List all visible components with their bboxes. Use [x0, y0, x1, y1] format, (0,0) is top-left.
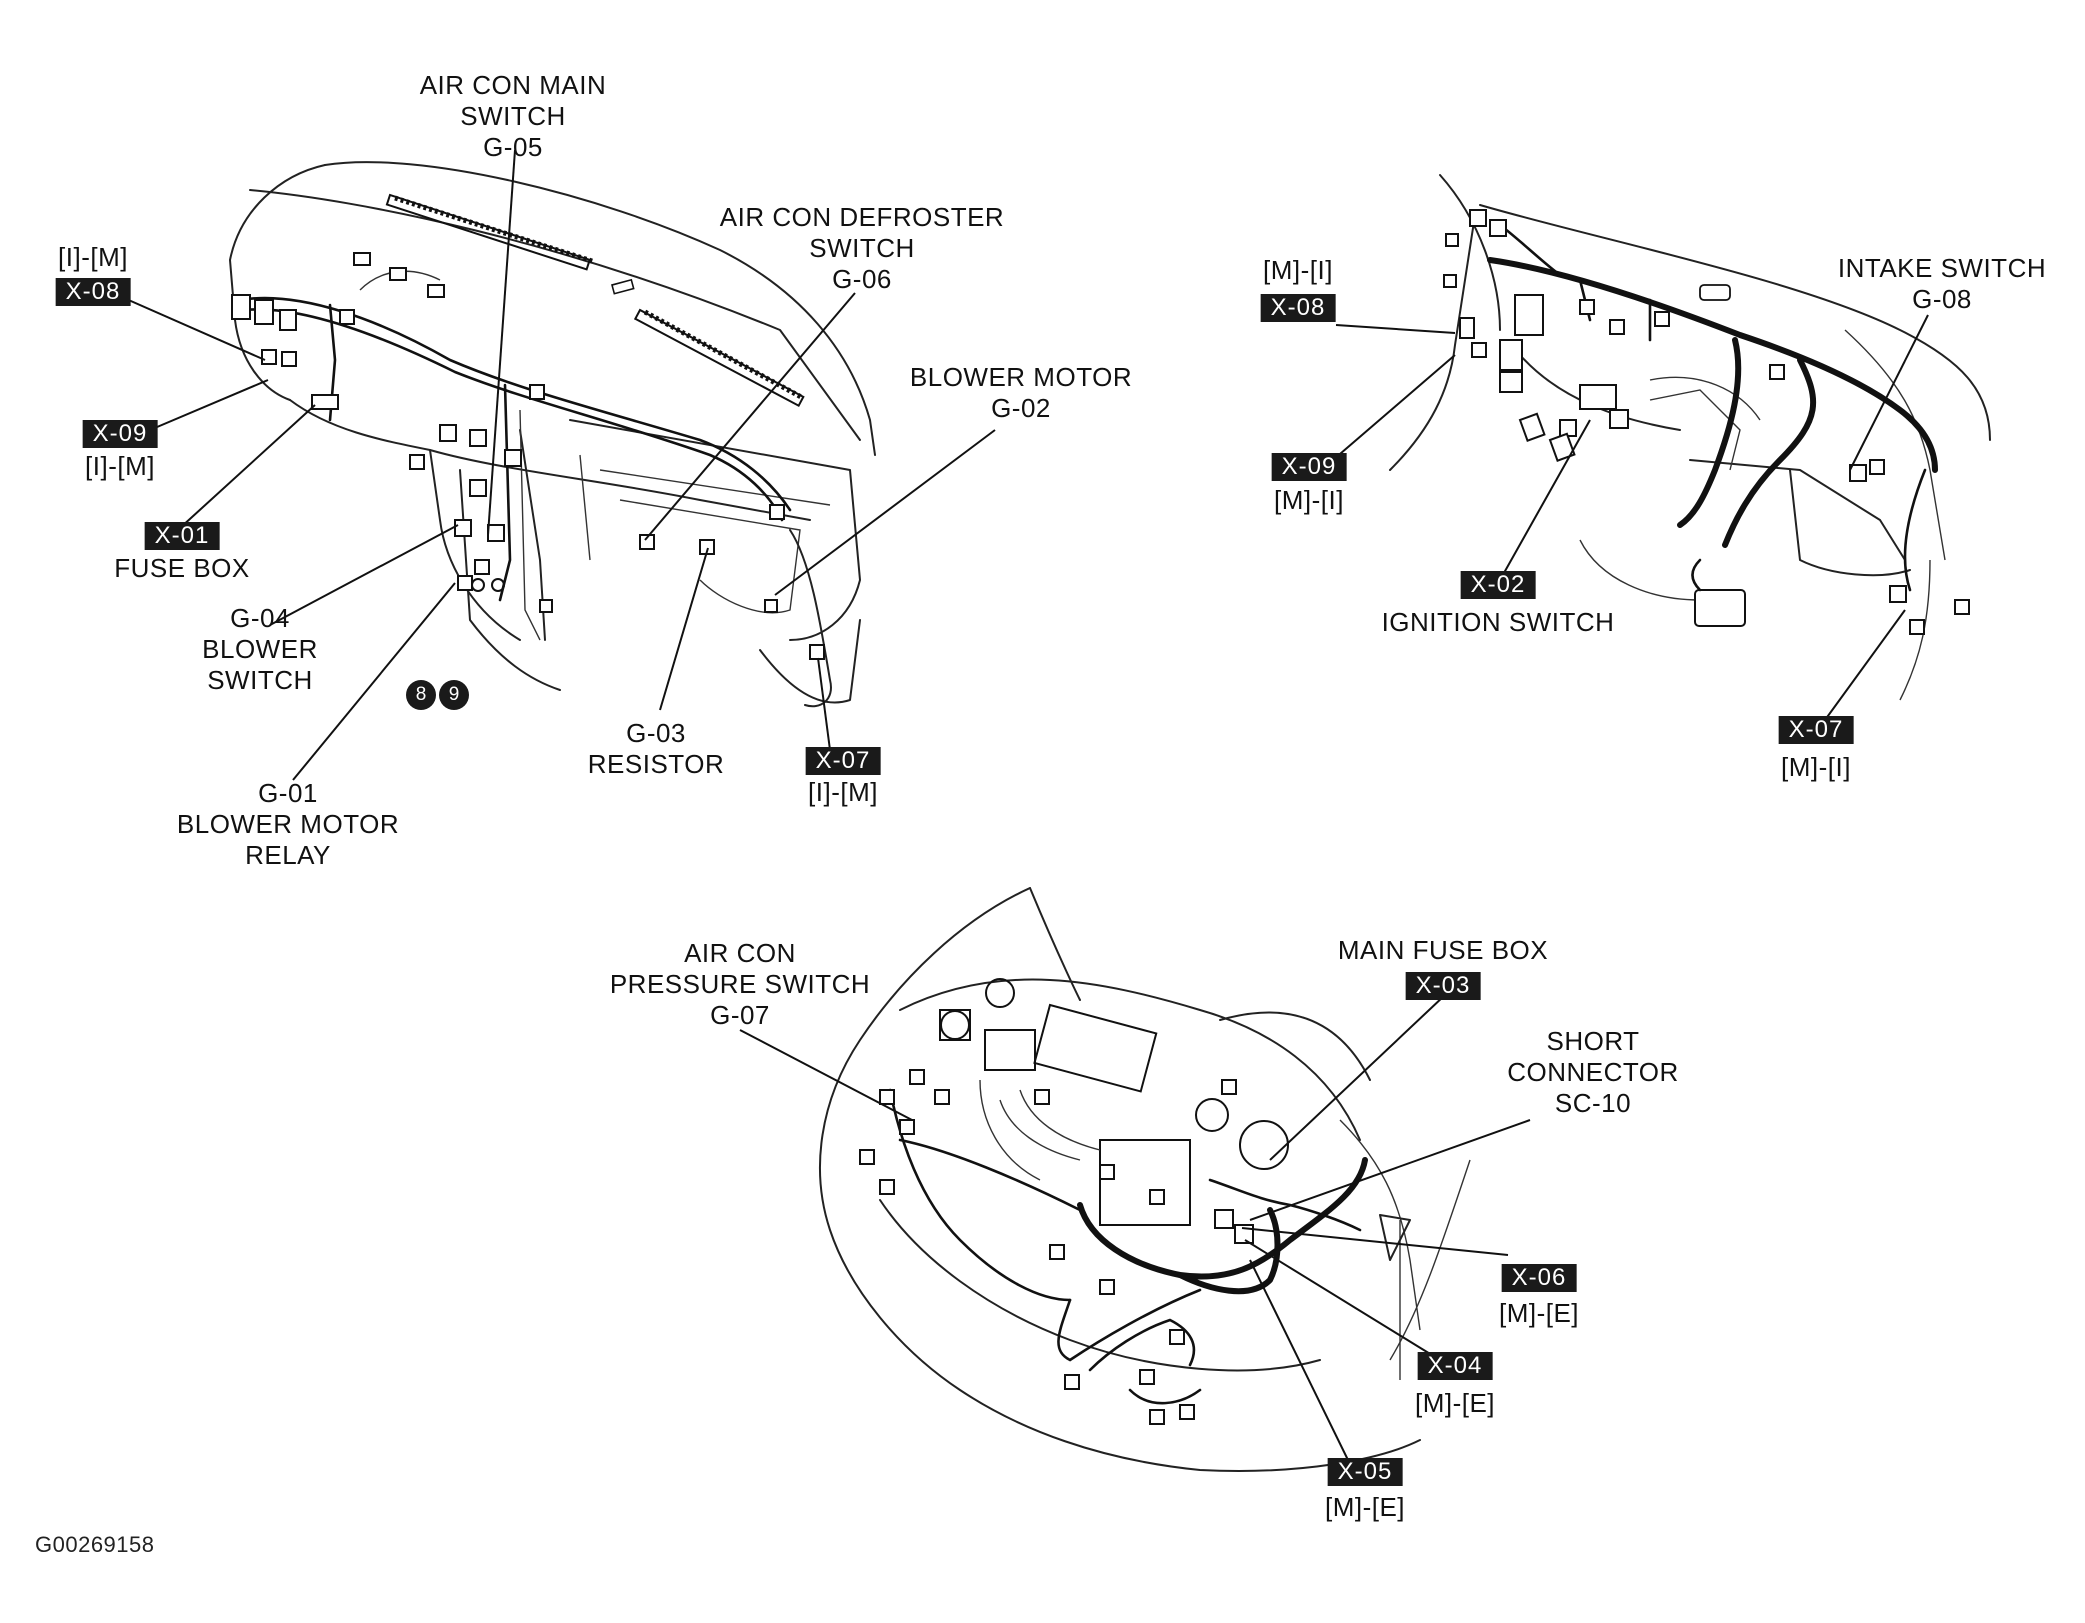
short-connector-line-1: SHORT — [1546, 1026, 1640, 1056]
x02-tag: X-02 — [1460, 571, 1536, 599]
figure-id: G00269158 — [35, 1532, 155, 1557]
engine-bay-illustration — [739, 887, 1531, 1472]
main-fuse-box-label: MAIN FUSE BOX — [1337, 935, 1549, 965]
blower-switch-code: G-04 — [230, 603, 290, 633]
connector-pin-8: 8 — [406, 680, 436, 710]
air-con-main-switch-line-1: AIR CON MAIN — [419, 70, 607, 100]
blower-motor-relay-line-1: BLOWER MOTOR — [176, 809, 400, 839]
blower-switch-line-1: BLOWER — [202, 634, 318, 664]
air-con-main-switch-line-2: SWITCH — [460, 101, 566, 131]
x08-left-code: [I]-[M] — [58, 242, 128, 272]
x09-right-code: [M]-[I] — [1274, 485, 1344, 515]
x01-tag: X-01 — [144, 522, 220, 550]
x06-tag: X-06 — [1501, 1264, 1577, 1292]
x03-tag: X-03 — [1405, 972, 1481, 1000]
air-con-defroster-switch-line-1: AIR CON DEFROSTER — [719, 202, 1005, 232]
x08-right-code: [M]-[I] — [1263, 255, 1333, 285]
air-con-main-switch-label: AIR CON MAIN SWITCH G-05 — [420, 70, 607, 163]
air-con-defroster-switch-code: G-06 — [832, 264, 892, 294]
x09-left-tag: X-09 — [82, 420, 158, 448]
short-connector-code: SC-10 — [1554, 1088, 1632, 1118]
resistor-code: G-03 — [626, 718, 686, 748]
x05-tag: X-05 — [1327, 1458, 1403, 1486]
x07-right-tag: X-07 — [1778, 716, 1854, 744]
blower-switch-label: G-04 BLOWER SWITCH — [202, 603, 318, 696]
x06-code: [M]-[E] — [1498, 1298, 1580, 1328]
ignition-switch-label: IGNITION SWITCH — [1381, 607, 1615, 637]
resistor-label: G-03 RESISTOR — [588, 718, 724, 780]
air-con-pressure-switch-line-2: PRESSURE SWITCH — [609, 969, 871, 999]
intake-switch-label: INTAKE SWITCH G-08 — [1838, 253, 2046, 315]
fuse-box-label: FUSE BOX — [114, 553, 250, 583]
air-con-pressure-switch-code: G-07 — [710, 1000, 770, 1030]
air-con-pressure-switch-line-1: AIR CON — [684, 938, 796, 968]
dashboard-right-illustration — [1325, 174, 1991, 721]
resistor-line-1: RESISTOR — [587, 749, 725, 779]
blower-motor-relay-line-2: RELAY — [245, 840, 331, 870]
dashboard-left-illustration — [123, 149, 996, 781]
intake-switch-code: G-08 — [1912, 284, 1972, 314]
blower-motor-line-1: BLOWER MOTOR — [909, 362, 1133, 392]
air-con-pressure-switch-label: AIR CON PRESSURE SWITCH G-07 — [610, 938, 870, 1031]
connector-pin-9: 9 — [439, 680, 469, 710]
air-con-main-switch-code: G-05 — [483, 132, 543, 162]
x04-tag: X-04 — [1417, 1352, 1493, 1380]
x07-left-tag: X-07 — [805, 747, 881, 775]
x04-code: [M]-[E] — [1414, 1388, 1496, 1418]
x08-right-tag: X-08 — [1260, 294, 1336, 322]
short-connector-line-2: CONNECTOR — [1507, 1057, 1679, 1087]
blower-motor-code: G-02 — [991, 393, 1051, 423]
blower-motor-relay-label: G-01 BLOWER MOTOR RELAY — [177, 778, 399, 871]
short-connector-label: SHORT CONNECTOR SC-10 — [1507, 1026, 1679, 1119]
x07-left-code: [I]-[M] — [808, 777, 878, 807]
x08-left-tag: X-08 — [55, 278, 131, 306]
air-con-defroster-switch-line-2: SWITCH — [809, 233, 915, 263]
x07-right-code: [M]-[I] — [1781, 752, 1851, 782]
x09-left-code: [I]-[M] — [85, 451, 155, 481]
blower-switch-line-2: SWITCH — [207, 665, 313, 695]
air-con-defroster-switch-label: AIR CON DEFROSTER SWITCH G-06 — [720, 202, 1004, 295]
blower-motor-relay-code: G-01 — [258, 778, 318, 808]
blower-motor-label: BLOWER MOTOR G-02 — [910, 362, 1132, 424]
x09-right-tag: X-09 — [1271, 453, 1347, 481]
intake-switch-line-1: INTAKE SWITCH — [1837, 253, 2047, 283]
x05-code: [M]-[E] — [1324, 1492, 1406, 1522]
